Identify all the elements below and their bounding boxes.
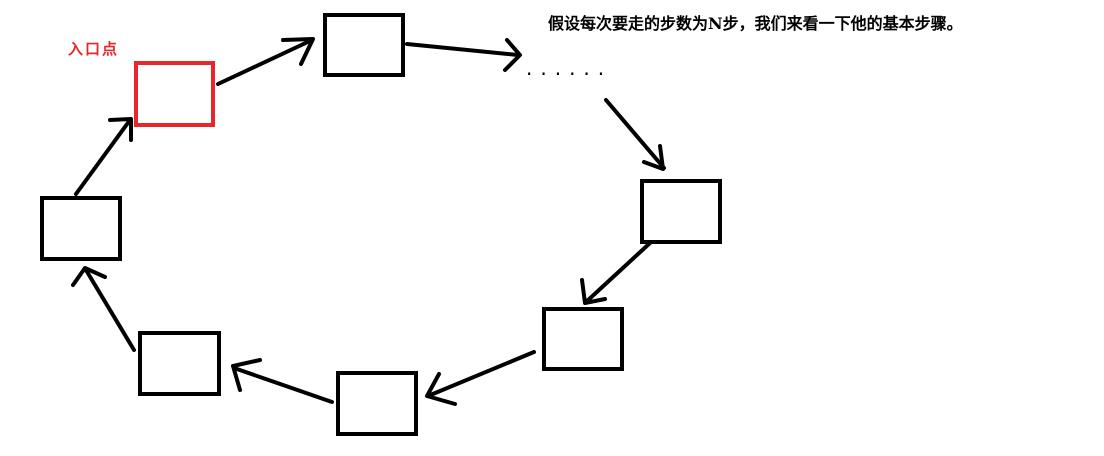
entry-point-label: 入口点 — [68, 40, 120, 58]
node-right — [640, 179, 722, 244]
arrow-entry-to-top — [216, 37, 315, 86]
arrow-right-to-lowerright — [580, 241, 652, 305]
caption-text: 假设每次要走的步数为N步，我们来看一下他的基本步骤。 — [548, 14, 963, 33]
arrow-top-to-ellipsis — [405, 38, 522, 72]
entry-node — [134, 61, 215, 127]
arrow-left-to-entry — [74, 117, 133, 196]
arrow-lowerright-to-bottom — [425, 350, 536, 406]
node-bottom-left — [138, 331, 221, 396]
arrow-bottom-to-bottomleft — [231, 358, 334, 404]
arrow-ellipsis-to-right — [604, 98, 666, 171]
node-top — [323, 13, 405, 77]
ellipsis-text: ...... — [526, 56, 613, 80]
node-left — [40, 196, 122, 261]
arrow-bottomleft-to-left — [71, 266, 136, 352]
node-lower-right — [542, 307, 624, 371]
node-bottom — [336, 371, 418, 436]
